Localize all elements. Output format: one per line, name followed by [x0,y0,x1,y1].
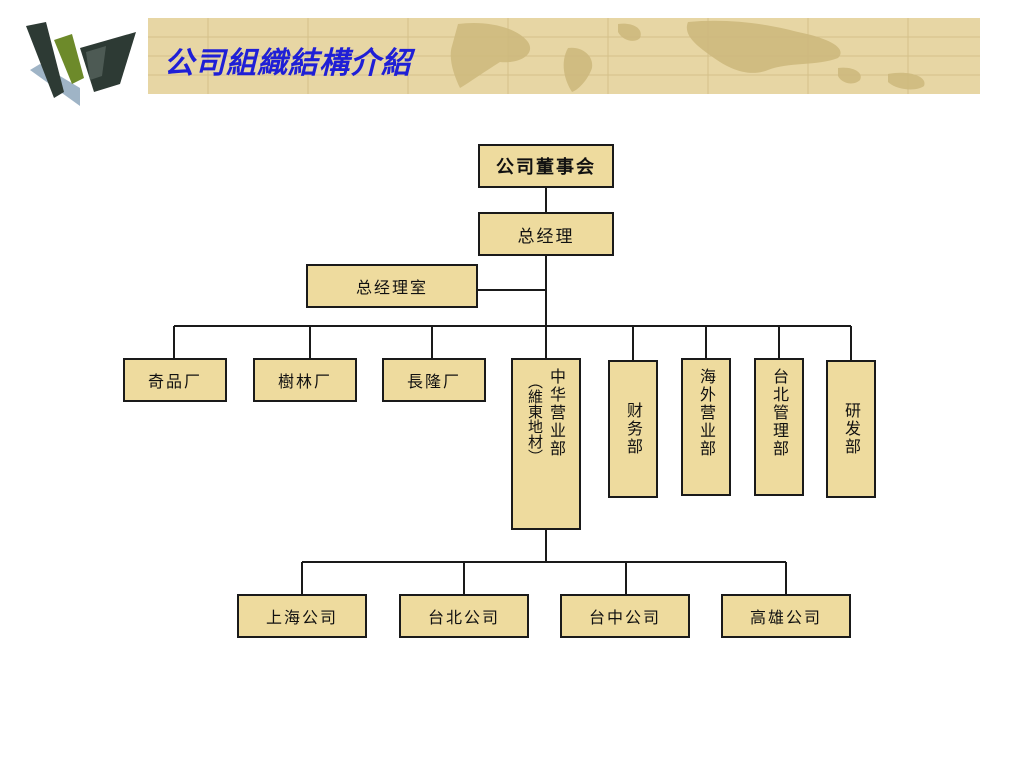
org-node-branch-shanghai: 上海公司 [237,594,367,638]
org-node-label: 高雄公司 [749,608,822,627]
world-map-banner [148,18,980,94]
org-node-sublabel: （維東地材） [526,374,544,464]
org-node-factory-shulin: 樹林厂 [253,358,357,402]
org-node-label: 上海公司 [265,608,338,627]
org-node-label: 总经理 [517,226,575,247]
org-node-label: 财务部 [624,402,643,456]
w-logo-icon [26,22,136,106]
title-banner: 公司組織結構介紹 [148,18,980,94]
org-node-rnd-dept: 研发部 [826,360,876,498]
org-node-taipei-admin-dept: 台北管理部 [754,358,804,496]
org-node-overseas-sales-dept: 海外营业部 [681,358,731,496]
org-node-label: 公司董事会 [496,157,596,178]
org-node-label: 台北公司 [427,608,500,627]
org-node-board: 公司董事会 [478,144,614,188]
org-node-label: 長隆厂 [406,372,461,391]
org-node-label: 台北管理部 [770,368,789,458]
org-node-factory-qipin: 奇品厂 [123,358,227,402]
org-node-finance-dept: 财务部 [608,360,658,498]
org-node-label: 海外营业部 [697,368,716,458]
org-node-label: 台中公司 [588,608,661,627]
org-node-branch-taichung: 台中公司 [560,594,690,638]
org-node-label: 总经理室 [355,278,428,297]
org-node-label: 研发部 [842,402,861,456]
page-title: 公司組織結構介紹 [164,46,412,81]
org-node-gm-office: 总经理室 [306,264,478,308]
org-node-general-manager: 总经理 [478,212,614,256]
org-node-label: 中华营业部 [547,368,566,458]
org-node-label: 奇品厂 [147,372,202,391]
org-node-factory-changlong: 長隆厂 [382,358,486,402]
org-node-branch-taipei: 台北公司 [399,594,529,638]
org-node-branch-kaohsiung: 高雄公司 [721,594,851,638]
org-node-label: 樹林厂 [277,372,332,391]
org-node-central-division: 中华营业部 （維東地材） [511,358,581,530]
